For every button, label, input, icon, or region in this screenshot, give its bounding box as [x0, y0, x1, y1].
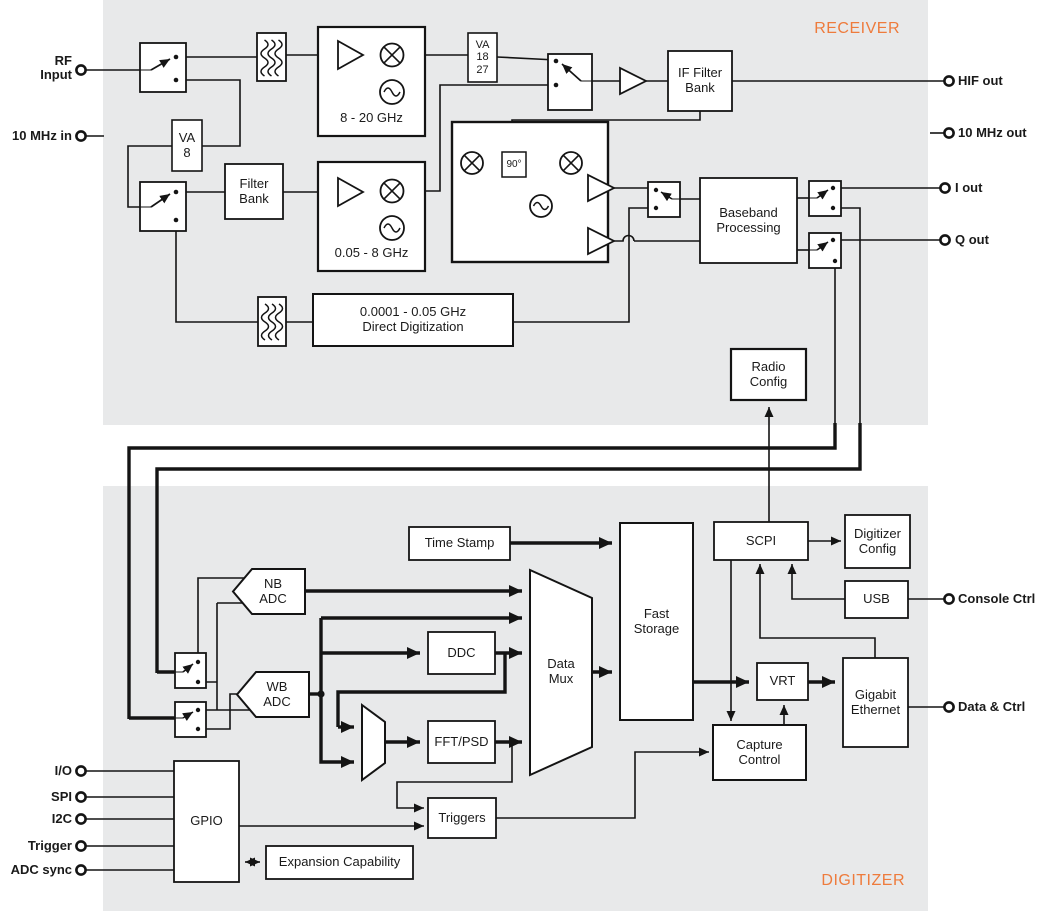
- amplifier-icon: [337, 176, 365, 208]
- block-scpi: [713, 521, 809, 561]
- receiver-section-label: RECEIVER: [814, 20, 900, 37]
- component-icons: [260, 39, 649, 341]
- i-out-switch-icon: [808, 180, 842, 217]
- spi-port-label: SPI: [51, 789, 72, 804]
- block-gigabit-ethernet: [842, 657, 909, 748]
- filter-squiggle-icon: [260, 39, 283, 77]
- block-8-20ghz: [316, 25, 427, 138]
- q-out-port-label: Q out: [955, 232, 989, 247]
- i-out-port-label: I out: [955, 180, 983, 195]
- block-fft-psd: [427, 720, 496, 764]
- data-ctrl-port-icon: [943, 701, 955, 713]
- i-out-port-icon: [939, 182, 951, 194]
- data-ctrl-port-label: Data & Ctrl: [958, 699, 1026, 714]
- amplifier-icon: [587, 173, 617, 203]
- rf-input-port-icon: [75, 64, 87, 76]
- block-direct-digitization: [312, 293, 514, 347]
- amplifier-icon: [587, 226, 617, 256]
- console-ctrl-port-label: Console Ctrl: [958, 591, 1036, 606]
- block-filter-bank: [224, 163, 284, 220]
- block-nb-adc: [231, 568, 306, 615]
- hif-out-port-icon: [943, 75, 955, 87]
- block-triggers: [427, 797, 497, 839]
- 10mhz-in-port-label: 10 MHz in: [12, 128, 72, 143]
- block-data-mux: [529, 568, 593, 777]
- block-if-filter-bank: [667, 50, 733, 112]
- 10mhz-out-port-label: 10 MHz out: [958, 125, 1027, 140]
- spi-port-icon: [75, 791, 87, 803]
- block-outlines: [171, 25, 911, 883]
- rf-input-switch-icon: [139, 42, 187, 93]
- 10mhz-in-port-icon: [75, 130, 87, 142]
- amplifier-icon: [619, 66, 649, 96]
- switch-icons: [139, 42, 842, 738]
- 10mhz-out-port-icon: [943, 127, 955, 139]
- adc-sync-port-icon: [75, 864, 87, 876]
- wb-adc-switch-icon: [174, 701, 207, 738]
- iq-routing-wires: [127, 423, 862, 720]
- i2c-port-label: I2C: [51, 811, 72, 826]
- hif-out-port-label: HIF out: [958, 73, 1003, 88]
- block-90-degree: [501, 151, 527, 178]
- block-005-8ghz: [316, 160, 427, 273]
- block-va-18-27: [467, 32, 498, 83]
- block-va-8: [171, 119, 203, 172]
- control-wires: [86, 536, 945, 871]
- rf-input-port-label: RF Input: [40, 53, 72, 83]
- block-expansion-capability: [265, 845, 414, 880]
- console-ctrl-port-icon: [943, 593, 955, 605]
- block-radio-config: [729, 347, 808, 402]
- i2c-port-icon: [75, 813, 87, 825]
- block-baseband-processing: [699, 177, 798, 264]
- block-time-stamp: [408, 526, 511, 561]
- filter-squiggle-icon: [260, 303, 284, 341]
- block-ddc: [427, 631, 496, 675]
- digitizer-section-label: DIGITIZER: [821, 872, 905, 889]
- q-out-switch-icon: [808, 232, 842, 269]
- if-select-switch-icon: [547, 53, 593, 111]
- block-fast-storage: [619, 522, 694, 721]
- port-icons: [75, 64, 955, 876]
- block-wb-adc: [235, 671, 310, 718]
- adc-sync-port-label: ADC sync: [10, 862, 72, 877]
- trigger-port-icon: [75, 840, 87, 852]
- low-band-switch-icon: [139, 181, 187, 232]
- nb-adc-switch-icon: [174, 652, 207, 689]
- q-out-port-icon: [939, 234, 951, 246]
- block-vrt: [756, 662, 809, 701]
- trigger-port-label: Trigger: [27, 838, 72, 853]
- amplifier-icon: [337, 39, 365, 71]
- io-port-icon: [75, 765, 87, 777]
- baseband-input-switch-icon: [647, 181, 681, 218]
- block-usb: [844, 580, 909, 619]
- data-path-wires: [305, 537, 835, 768]
- block-gpio: [173, 760, 240, 883]
- io-port-label: I/O: [54, 763, 72, 778]
- block-capture-control: [712, 724, 807, 781]
- block-digitizer-config: [844, 514, 911, 569]
- block-fft-input-mux: [361, 703, 386, 782]
- block-iq-demodulator: [450, 120, 610, 264]
